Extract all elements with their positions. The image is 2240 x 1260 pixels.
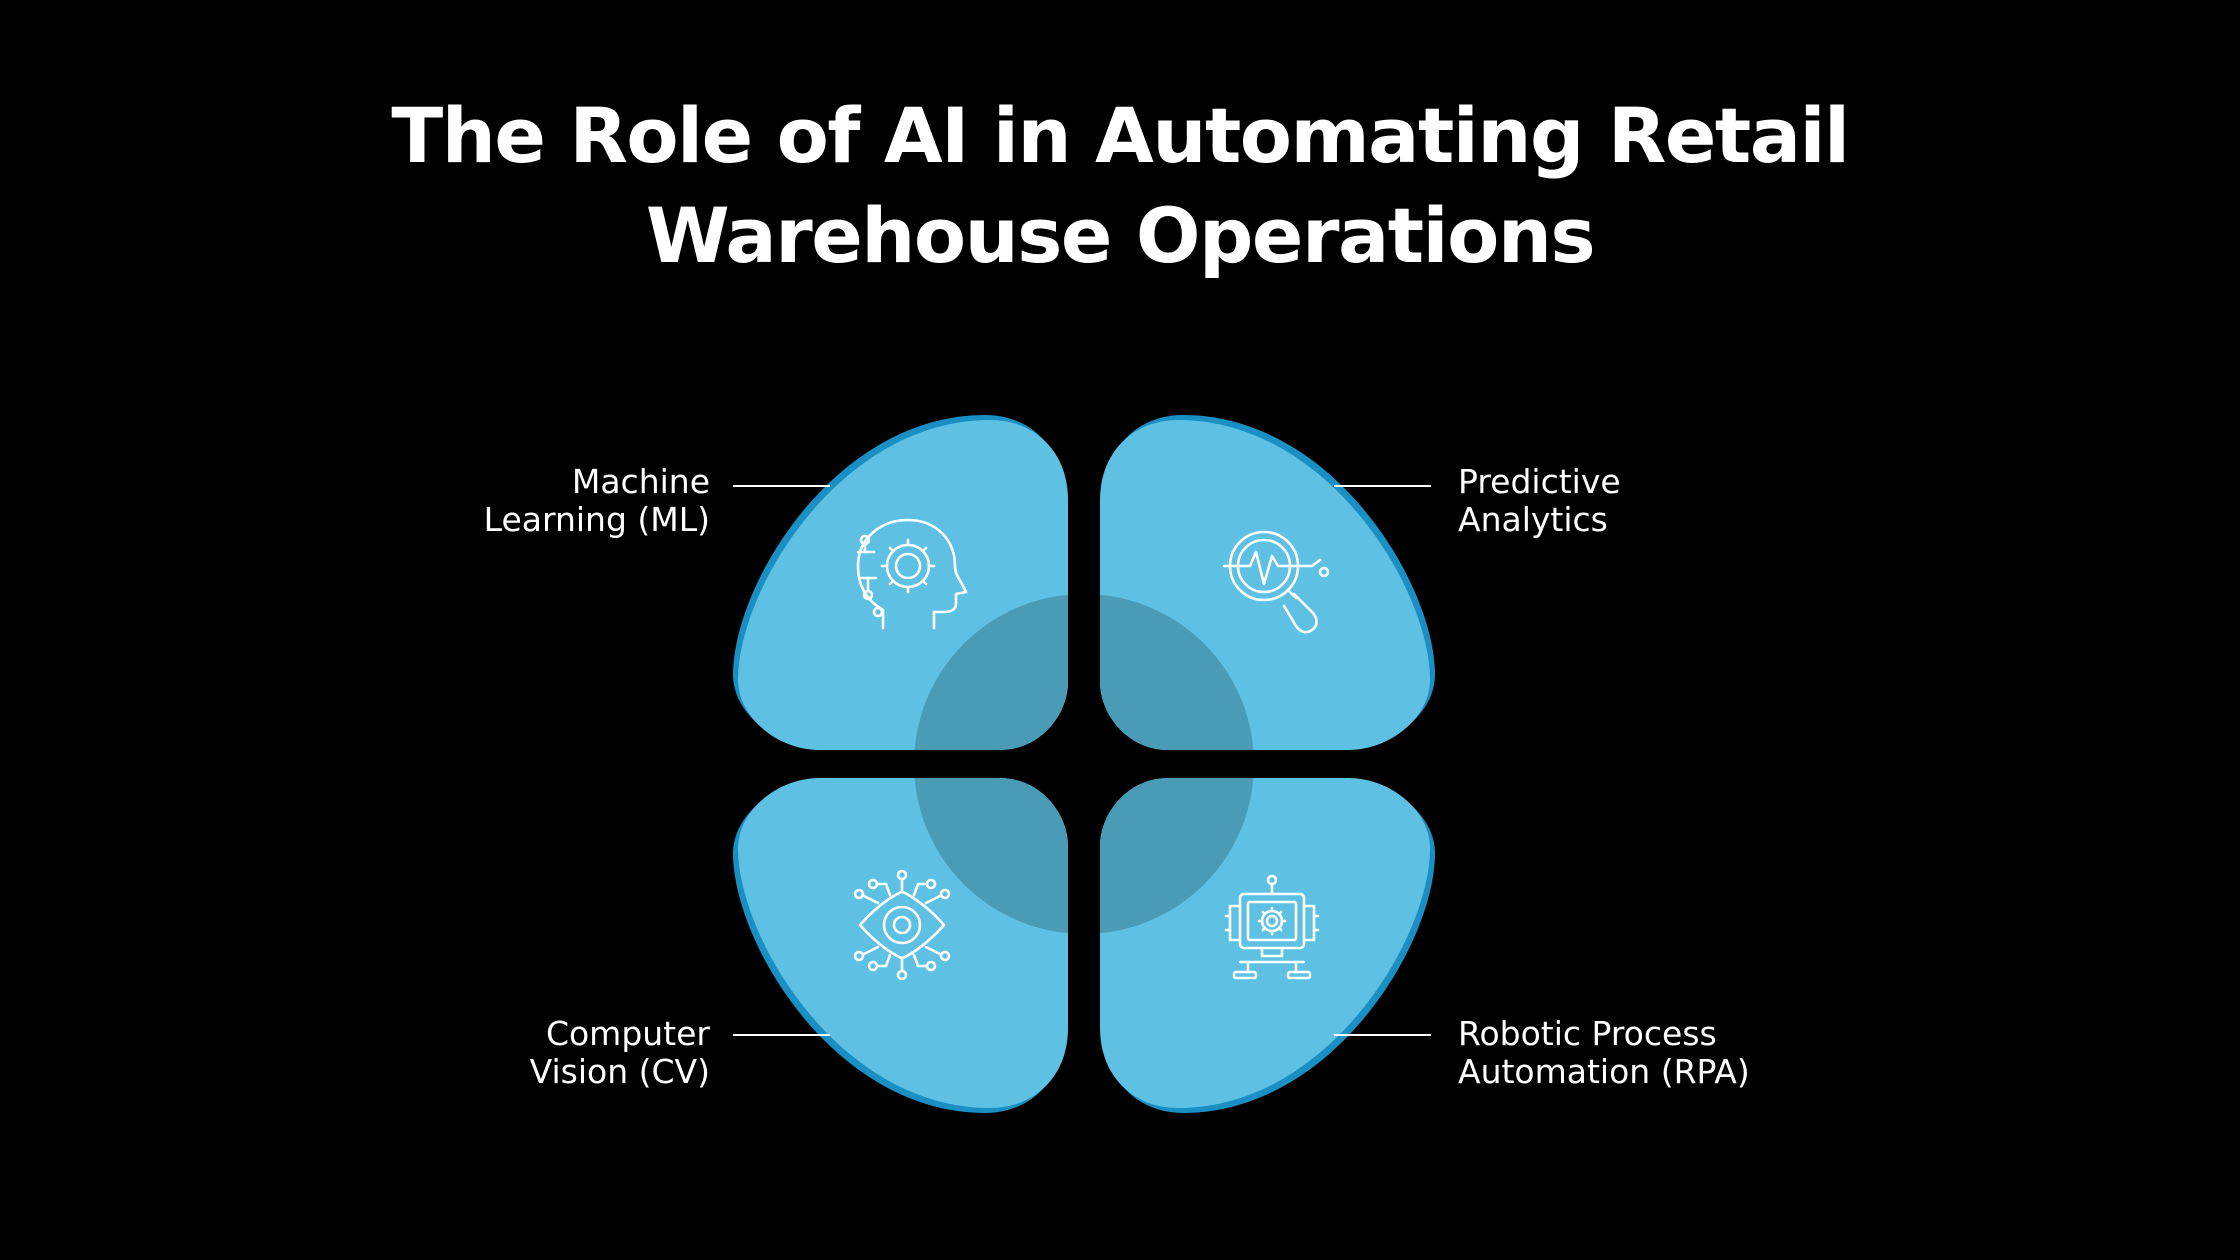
label-cv-line-2: Vision (CV) xyxy=(529,1052,710,1091)
page-title: The Role of AI in Automating Retail Ware… xyxy=(0,86,2240,286)
label-ml-line-2: Learning (ML) xyxy=(483,500,710,539)
label-ml-line-1: Machine xyxy=(571,462,710,501)
label-pa-line-1: Predictive xyxy=(1458,462,1621,501)
magnifier-heartbeat-icon xyxy=(1222,530,1330,634)
label-predictive-analytics: Predictive Analytics xyxy=(1458,463,1621,539)
label-rpa-line-1: Robotic Process xyxy=(1458,1014,1717,1053)
center-overlay-circle xyxy=(914,594,1254,934)
label-pa-line-2: Analytics xyxy=(1458,500,1608,539)
label-cv-line-1: Computer xyxy=(545,1014,710,1053)
label-robotic-process-automation: Robotic Process Automation (RPA) xyxy=(1458,1015,1750,1091)
robot-gear-icon xyxy=(1224,874,1320,980)
label-computer-vision: Computer Vision (CV) xyxy=(530,1015,710,1091)
page-title-line-1: The Role of AI in Automating Retail xyxy=(391,91,1850,180)
label-rpa-line-2: Automation (RPA) xyxy=(1458,1052,1750,1091)
label-machine-learning: Machine Learning (ML) xyxy=(484,463,710,539)
page-title-line-2: Warehouse Operations xyxy=(645,191,1596,280)
ai-head-gear-icon xyxy=(856,518,968,630)
eye-circuit-icon xyxy=(853,869,951,981)
